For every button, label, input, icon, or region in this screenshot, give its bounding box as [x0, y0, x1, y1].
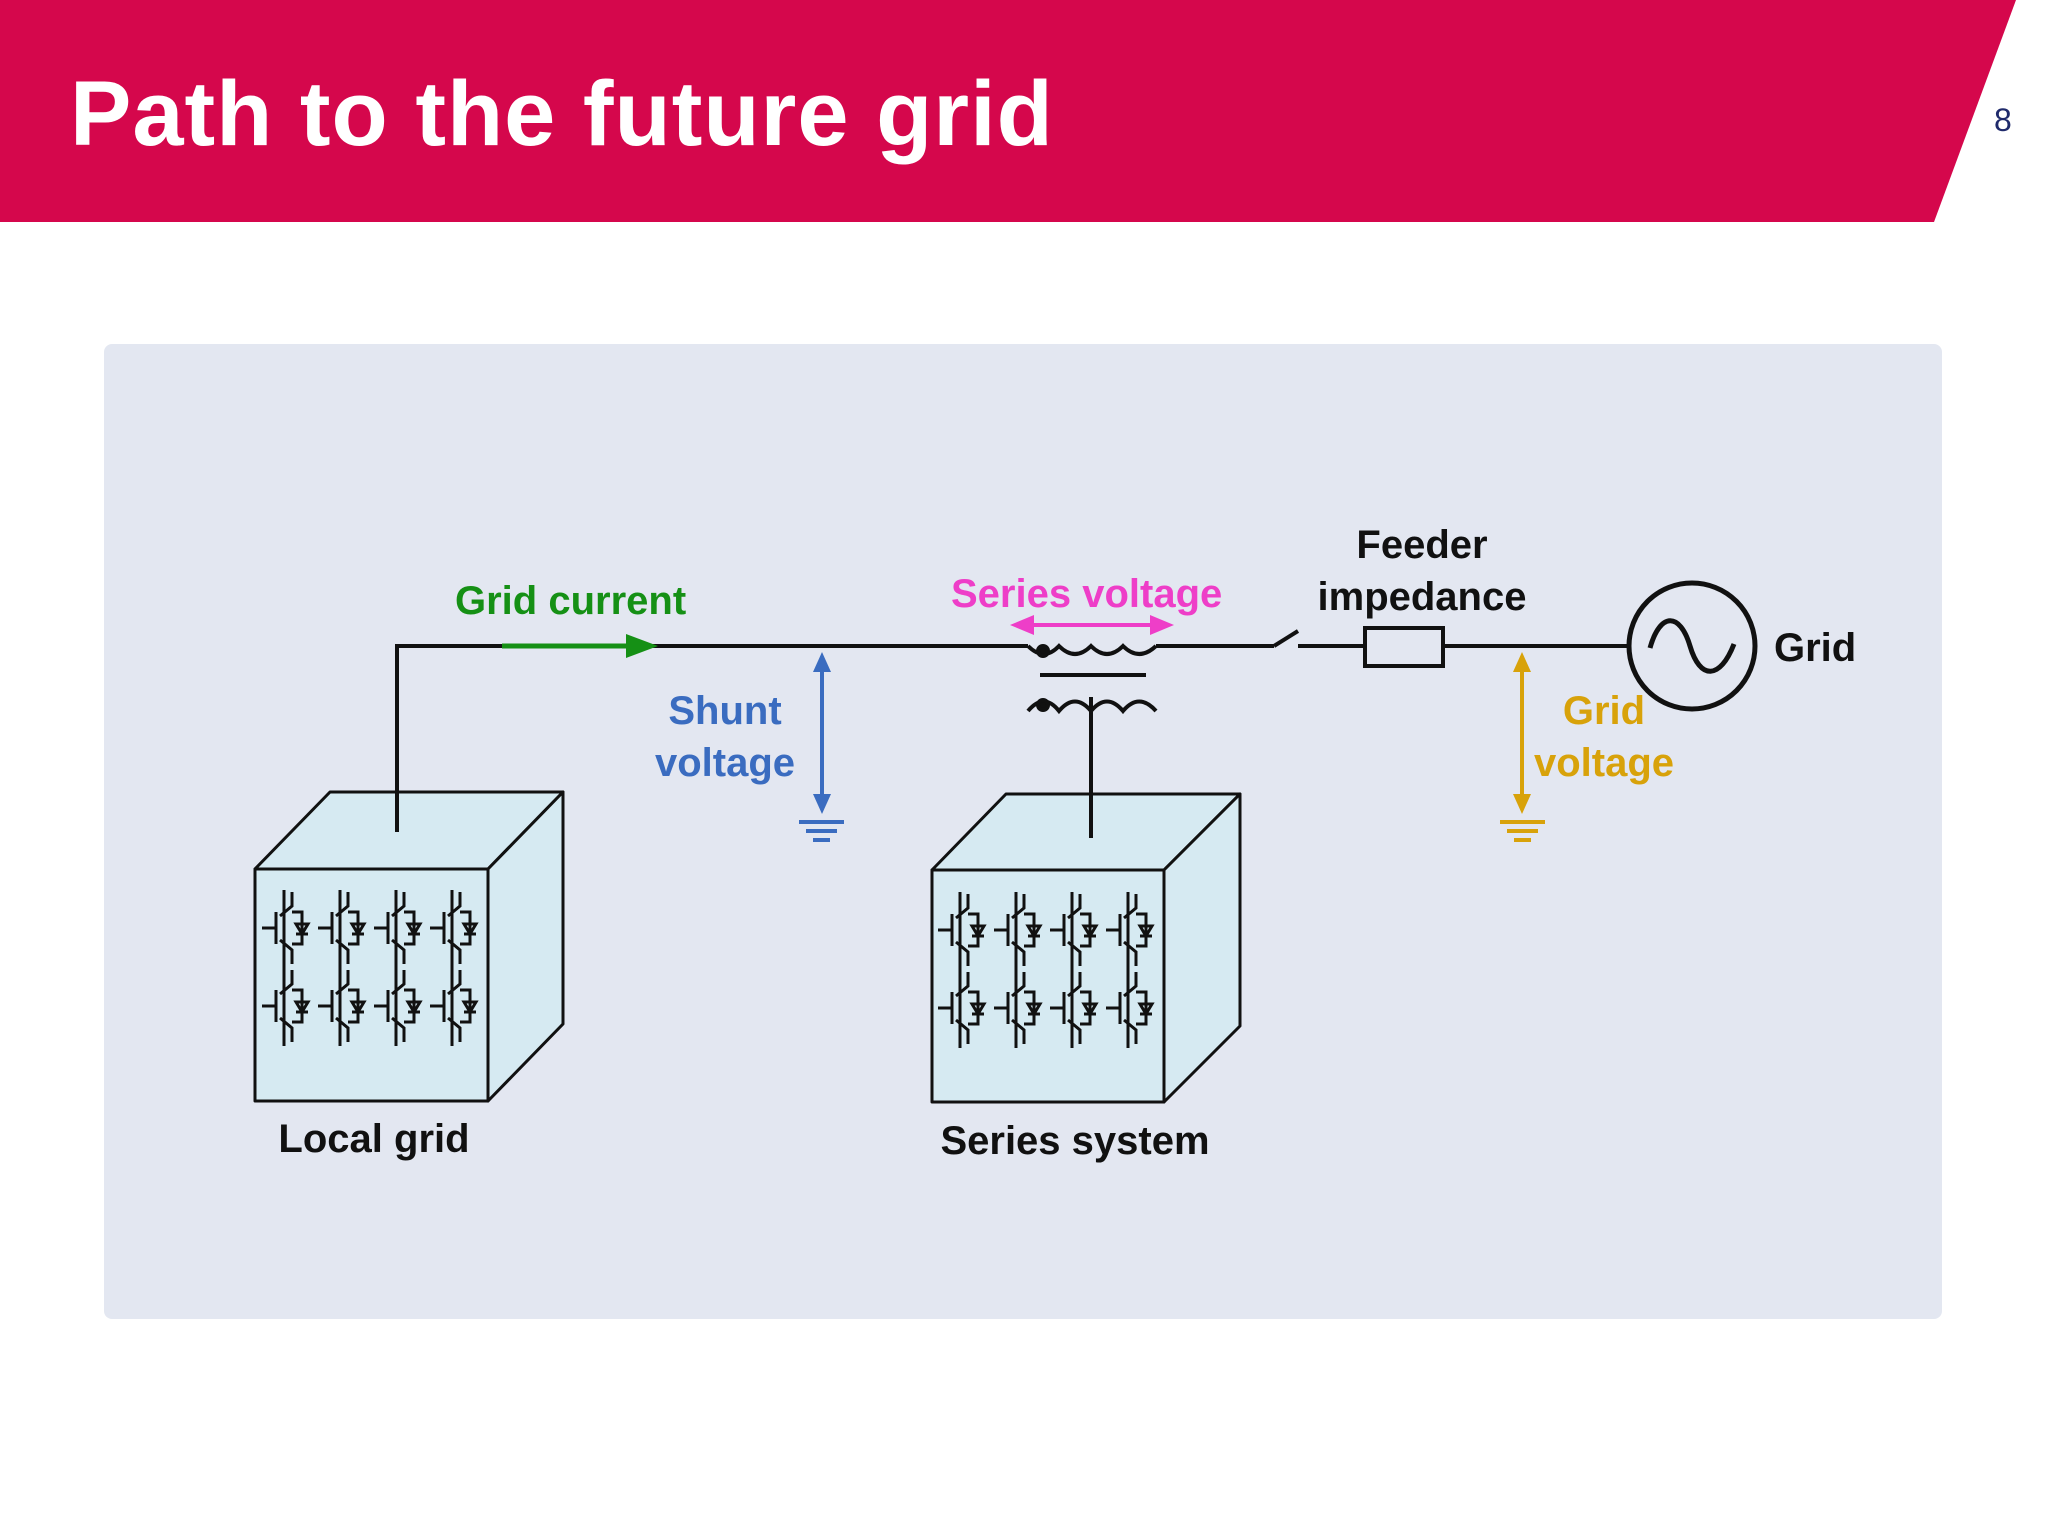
slide-title: Path to the future grid	[70, 63, 1054, 165]
grid-current-arrow	[502, 634, 658, 658]
igbt-switch-icon	[262, 968, 311, 1046]
igbt-switch-icon	[994, 970, 1043, 1048]
igbt-switch-icon	[1106, 892, 1155, 970]
igbt-switch-icon	[318, 890, 367, 968]
grid-voltage-arrow	[1513, 652, 1531, 814]
series-voltage-label: Series voltage	[951, 572, 1222, 616]
igbt-switch-icon	[1050, 970, 1099, 1048]
series-system-converter-box	[930, 792, 1242, 1104]
page-number: 8	[1994, 102, 2012, 138]
igbt-converter-icon	[262, 890, 479, 1046]
grid-voltage-label-line1: Grid	[1563, 689, 1645, 733]
title-banner	[0, 0, 2016, 222]
igbt-switch-icon	[374, 968, 423, 1046]
igbt-switch-icon	[430, 968, 479, 1046]
ac-source-icon	[1626, 580, 1758, 712]
igbt-switch-icon	[318, 968, 367, 1046]
local-grid-label: Local grid	[278, 1117, 469, 1161]
series-voltage-arrow	[1010, 615, 1174, 635]
switch-icon	[1234, 629, 1330, 648]
resistor-icon	[1363, 626, 1445, 668]
igbt-switch-icon	[938, 970, 987, 1048]
igbt-converter-icon	[938, 892, 1155, 1048]
feeder-impedance-label-line1: Feeder	[1356, 523, 1487, 567]
shunt-voltage-label-line1: Shunt	[668, 689, 781, 733]
igbt-switch-icon	[1050, 892, 1099, 970]
transformer-icon	[1026, 643, 1158, 715]
igbt-switch-icon	[1106, 970, 1155, 1048]
shunt-voltage-label-line2: voltage	[655, 741, 795, 785]
ground-icon	[799, 820, 844, 842]
series-system-label: Series system	[940, 1119, 1209, 1163]
igbt-switch-icon	[938, 892, 987, 970]
grid-current-label: Grid current	[455, 579, 686, 623]
igbt-switch-icon	[430, 890, 479, 968]
grid-label: Grid	[1774, 626, 1856, 670]
ground-icon	[1500, 820, 1545, 842]
shunt-voltage-arrow	[813, 652, 831, 814]
igbt-switch-icon	[994, 892, 1043, 970]
grid-voltage-label-line2: voltage	[1534, 741, 1674, 785]
igbt-switch-icon	[374, 890, 423, 968]
igbt-switch-icon	[262, 890, 311, 968]
local-grid-converter-box	[253, 790, 565, 1103]
feeder-impedance-label-line2: impedance	[1318, 575, 1527, 619]
